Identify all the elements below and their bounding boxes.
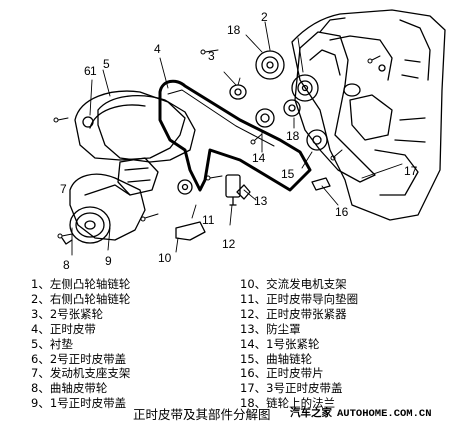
engine-mount-bracket bbox=[117, 157, 159, 196]
callout-6: 6 bbox=[84, 64, 91, 78]
leader-lines bbox=[71, 21, 403, 256]
callout-7: 7 bbox=[60, 182, 67, 196]
legend-item: 3、2号张紧轮 bbox=[31, 306, 104, 321]
callout-3: 3 bbox=[208, 49, 215, 63]
bolts bbox=[53, 49, 381, 239]
watermark-cn: 汽车之家 bbox=[290, 407, 332, 419]
callout-5: 5 bbox=[103, 57, 110, 71]
legend-item: 9、1号正时皮带盖 bbox=[31, 396, 127, 411]
legend-item: 17、3号正时皮带盖 bbox=[240, 381, 343, 396]
callout-10: 10 bbox=[158, 251, 172, 265]
callout-17: 17 bbox=[404, 164, 418, 178]
legend-item: 11、正时皮带导向垫圈 bbox=[240, 291, 359, 306]
gasket-cover bbox=[97, 95, 196, 163]
callout-8: 8 bbox=[63, 258, 70, 272]
callout-15: 15 bbox=[281, 167, 295, 181]
legend-item: 1、左侧凸轮轴链轮 bbox=[31, 277, 131, 291]
tensioner-pulley-2 bbox=[229, 84, 247, 100]
tensioner-pulley-1 bbox=[255, 108, 275, 128]
callout-18-mid: 18 bbox=[286, 129, 300, 143]
legend-item: 8、曲轴皮带轮 bbox=[31, 381, 108, 396]
watermark: 汽车之家 AUTOHOME.COM.CN bbox=[290, 405, 432, 420]
legend-item: 5、衬垫 bbox=[31, 336, 73, 351]
callout-9: 9 bbox=[105, 254, 112, 268]
callout-2: 2 bbox=[261, 10, 268, 24]
legend-item: 10、交流发电机支架 bbox=[240, 277, 347, 291]
legend-item: 2、右侧凸轮轴链轮 bbox=[31, 291, 131, 306]
crankshaft-sprocket bbox=[306, 129, 328, 151]
timing-belt-cover-1 bbox=[69, 173, 146, 241]
callout-18-top: 18 bbox=[227, 23, 241, 37]
legend-item: 18、链轮上的法兰 bbox=[240, 396, 336, 411]
callout-11: 11 bbox=[202, 213, 215, 227]
legend-item: 4、正时皮带 bbox=[31, 321, 96, 336]
callout-1: 1 bbox=[90, 64, 97, 78]
belt-guide-washer bbox=[177, 179, 193, 195]
crankshaft-pulley bbox=[61, 206, 111, 245]
legend-item: 14、1号张紧轮 bbox=[240, 336, 320, 351]
watermark-en: AUTOHOME.COM.CN bbox=[337, 408, 432, 420]
timing-belt-tensioner bbox=[225, 174, 241, 206]
callout-13: 13 bbox=[254, 194, 268, 208]
dust-boot bbox=[236, 184, 251, 200]
legend-item: 7、发动机支座支架 bbox=[31, 366, 131, 381]
camshaft-sprocket-right bbox=[291, 74, 319, 102]
callout-14: 14 bbox=[252, 151, 266, 165]
legend-item: 15、曲轴链轮 bbox=[240, 351, 313, 366]
callout-12: 12 bbox=[222, 237, 236, 251]
legend-right: 10、交流发电机支架 11、正时皮带导向垫圈 12、正时皮带张紧器 13、防尘罩… bbox=[240, 277, 358, 411]
legend-item: 13、防尘罩 bbox=[240, 321, 301, 336]
legend-left: 1、左侧凸轮轴链轮 2、右侧凸轮轴链轮 3、2号张紧轮 4、正时皮带 5、衬垫 … bbox=[31, 277, 130, 411]
diagram-caption: 正时皮带及其部件分解图 bbox=[133, 407, 271, 422]
camshaft-sprocket-left bbox=[255, 50, 285, 80]
legend-item: 16、正时皮带片 bbox=[240, 366, 324, 381]
callout-labels: 1 2 3 4 5 6 7 8 9 10 11 12 13 14 15 16 1… bbox=[60, 10, 418, 272]
legend-item: 12、正时皮带张紧器 bbox=[240, 306, 347, 321]
callout-16: 16 bbox=[335, 205, 349, 219]
legend-item: 6、2号正时皮带盖 bbox=[31, 351, 127, 366]
alternator-bracket bbox=[175, 221, 206, 241]
callout-4: 4 bbox=[154, 42, 161, 56]
timing-belt-plate bbox=[311, 177, 331, 191]
sprocket-flange bbox=[283, 99, 301, 117]
